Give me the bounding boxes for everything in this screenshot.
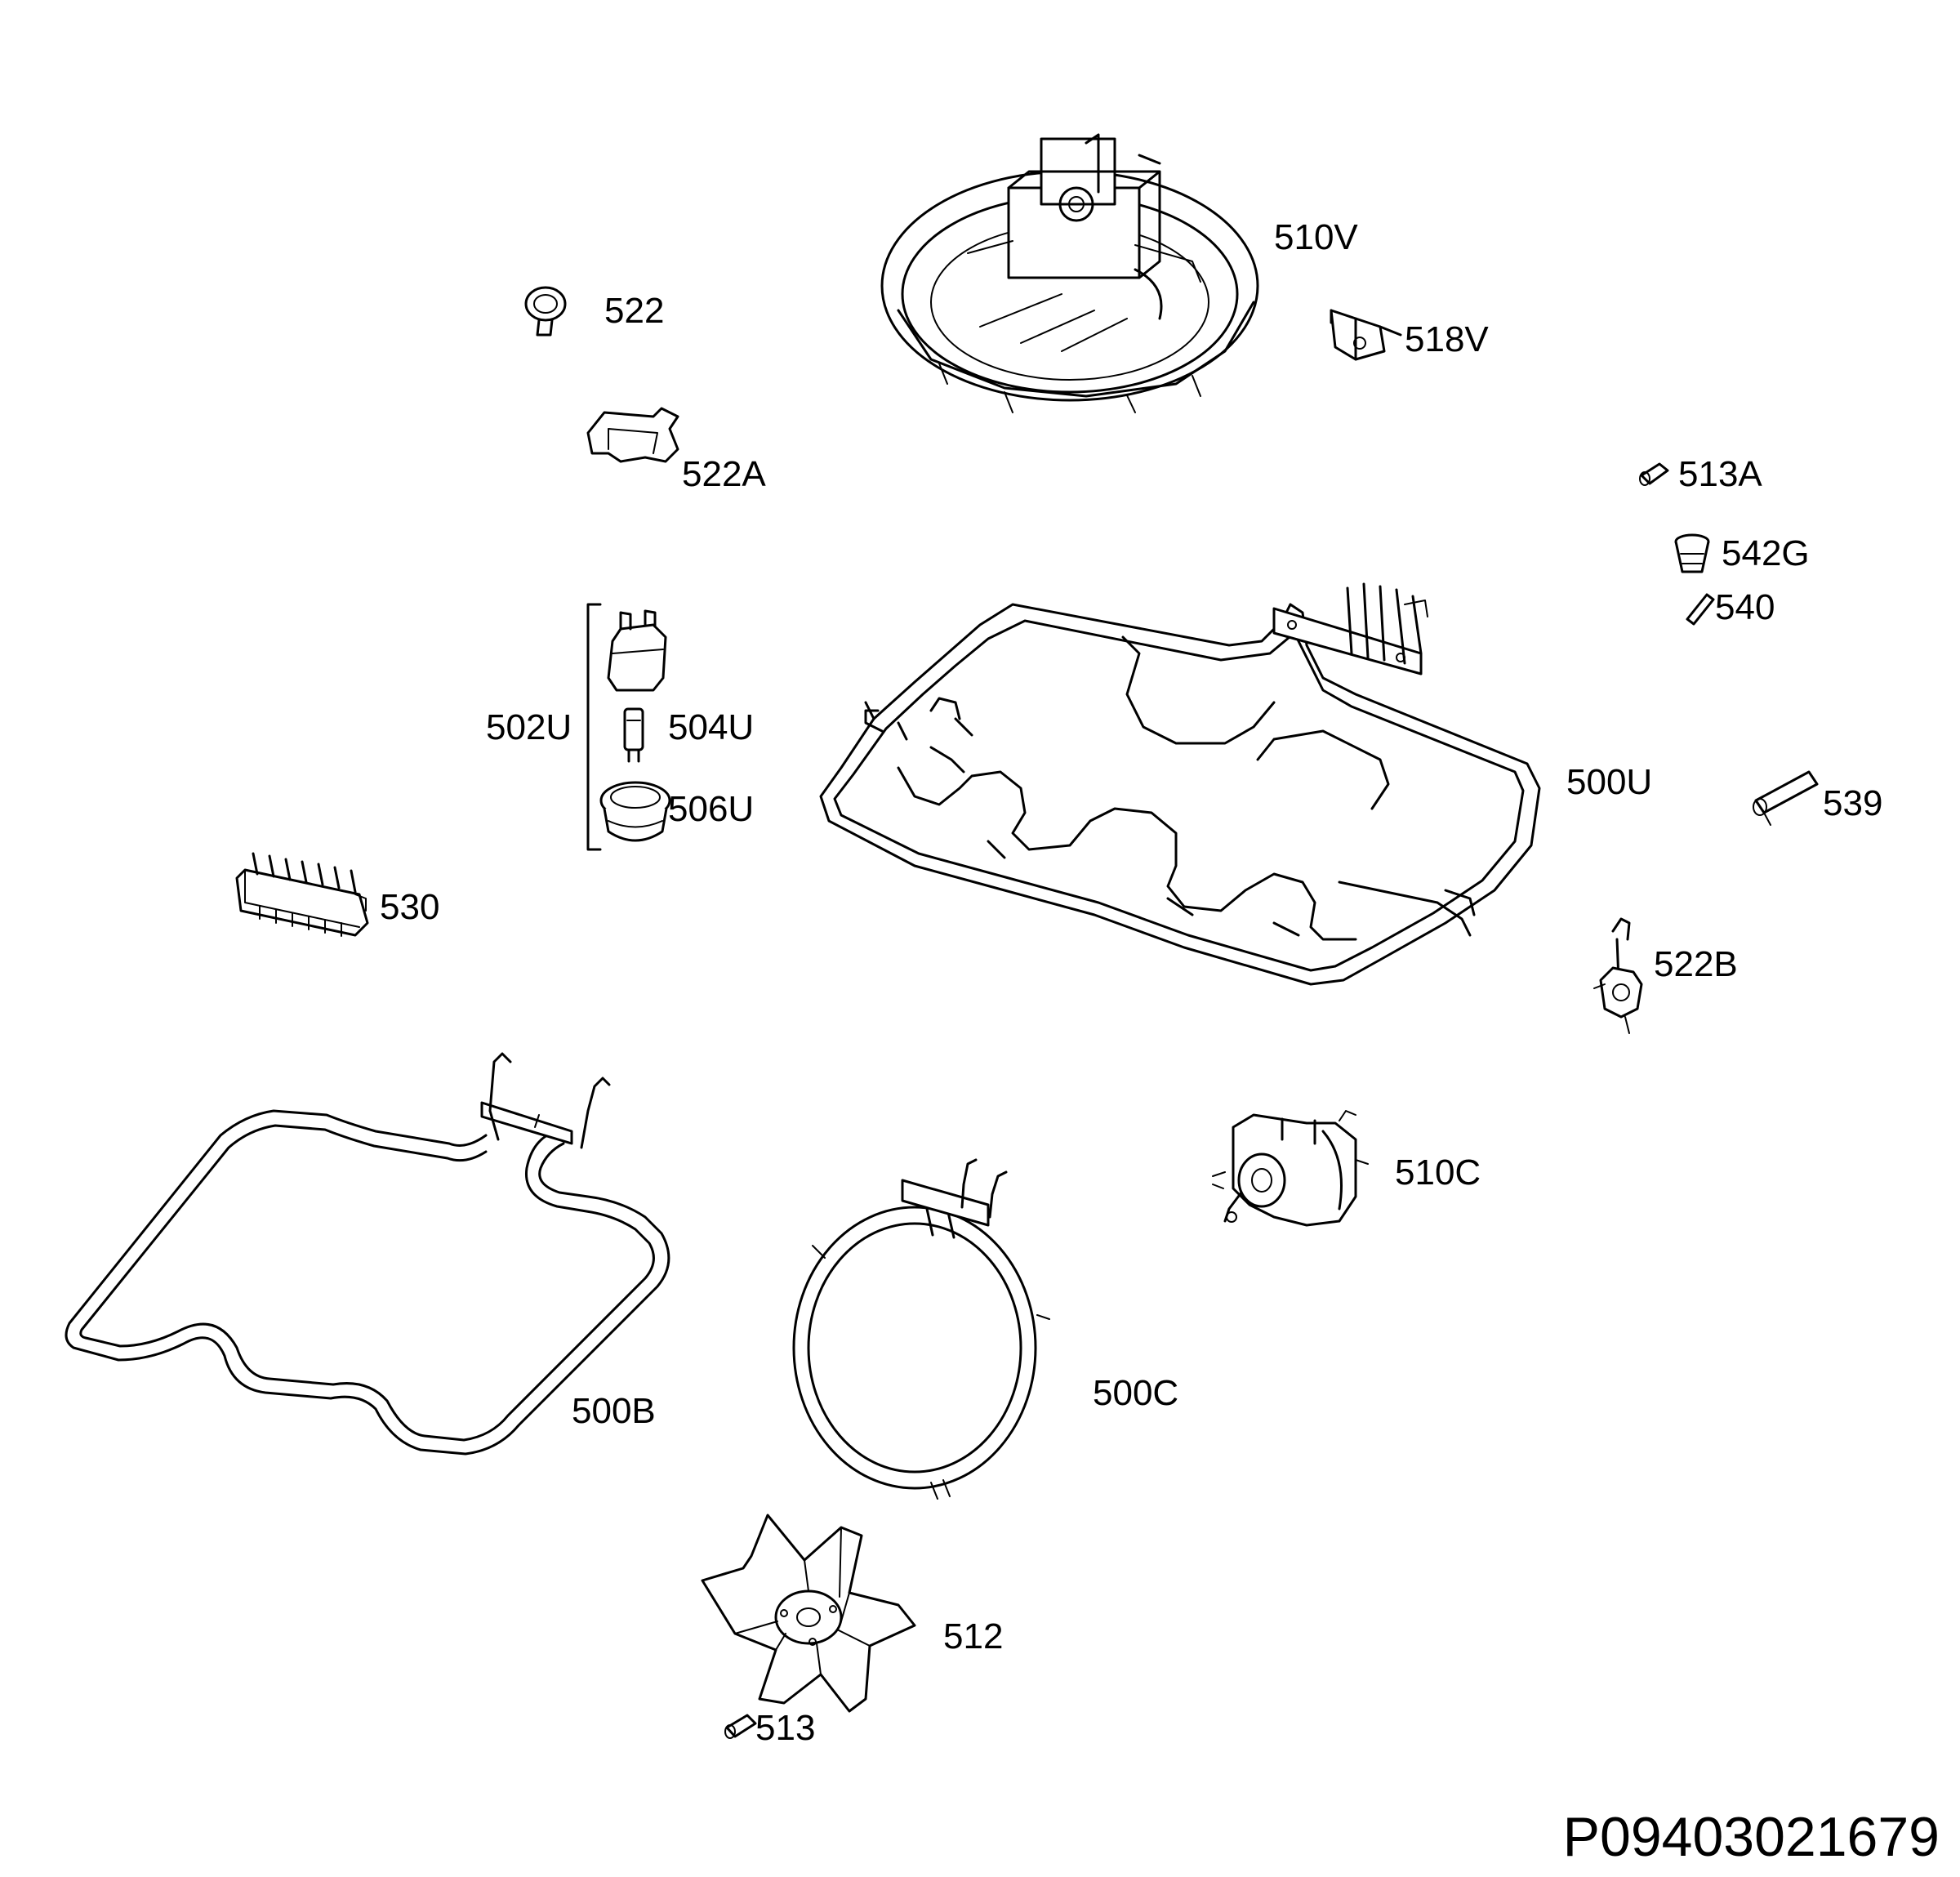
label-539: 539 xyxy=(1823,783,1882,823)
label-512: 512 xyxy=(943,1616,1003,1656)
label-506u: 506U xyxy=(668,789,754,829)
fan-blade-512 xyxy=(701,1514,916,1713)
label-518v: 518V xyxy=(1405,319,1489,359)
grill-heating-element-500u xyxy=(819,582,1541,986)
label-522: 522 xyxy=(604,291,664,331)
group-bracket-502u xyxy=(586,603,602,851)
sensor-522b xyxy=(1593,917,1643,1034)
pin-540 xyxy=(1686,593,1715,626)
label-500u: 500U xyxy=(1566,762,1652,802)
terminal-block-530 xyxy=(235,852,369,937)
label-542g: 542G xyxy=(1722,533,1810,573)
clip-518v xyxy=(1330,309,1402,361)
label-502u: 502U xyxy=(486,707,572,747)
label-500c: 500C xyxy=(1093,1373,1178,1413)
label-510v: 510V xyxy=(1274,217,1358,257)
tube-539 xyxy=(1753,770,1819,826)
label-513: 513 xyxy=(755,1708,815,1748)
fan-motor-assembly-510v xyxy=(880,133,1259,413)
nut-513a xyxy=(1639,462,1669,486)
holder-522 xyxy=(524,286,567,337)
lamp-cover-506u xyxy=(599,781,671,842)
label-522a: 522A xyxy=(682,454,766,494)
cap-542g xyxy=(1674,533,1710,573)
label-500b: 500B xyxy=(572,1391,656,1431)
lower-heating-element-500b xyxy=(65,1052,670,1456)
label-510c: 510C xyxy=(1395,1153,1481,1193)
label-504u: 504U xyxy=(668,707,754,747)
nut-513 xyxy=(724,1714,757,1739)
bulb-504u xyxy=(623,707,644,763)
drawing-code: P09403021679 xyxy=(1563,1806,1940,1868)
circular-heating-element-500c xyxy=(792,1158,1050,1500)
motor-510c xyxy=(1212,1110,1369,1227)
label-522b: 522B xyxy=(1654,944,1738,984)
bracket-522a xyxy=(586,407,679,463)
label-540: 540 xyxy=(1715,587,1775,627)
lamp-holder-top xyxy=(607,609,667,692)
label-513a: 513A xyxy=(1678,454,1762,494)
label-530: 530 xyxy=(380,887,439,927)
